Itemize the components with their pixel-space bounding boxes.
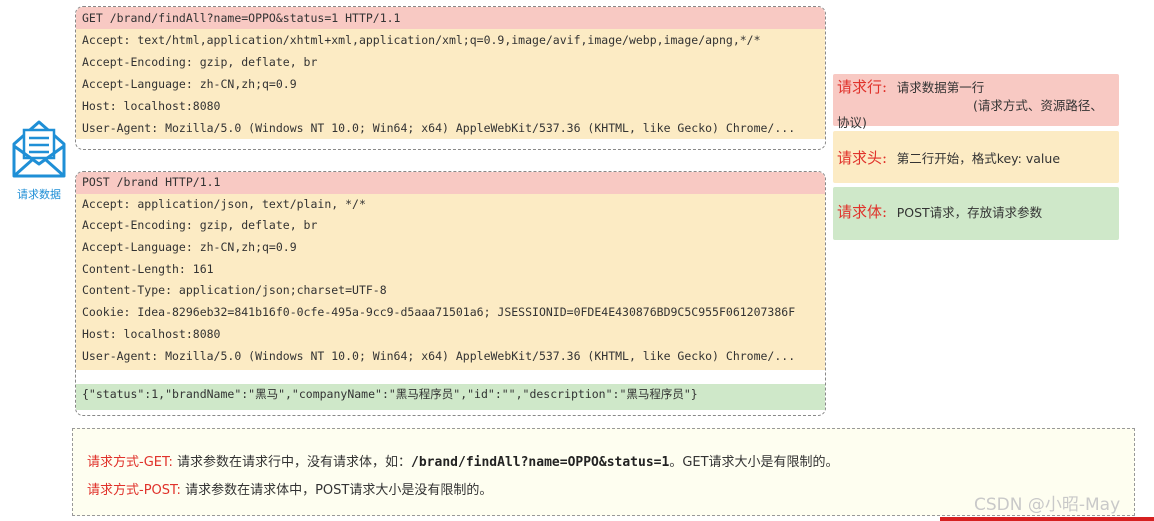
get-header-accept: Accept: text/html,application/xhtml+xml,… [76,29,825,51]
get-header-accept-encoding: Accept-Encoding: gzip, deflate, br [76,51,825,73]
legend-request-header-desc: 第二行开始，格式key: value [896,151,1061,166]
get-request-line: GET /brand/findAll?name=OPPO&status=1 HT… [76,7,825,29]
legend-request-line-key: 请求行: [837,78,888,96]
legend-request-line-desc3: 协议) [837,115,867,130]
summary-post-line: 请求方式-POST: 请求参数在请求体中，POST请求大小是没有限制的。 [87,477,1120,505]
summary-get-line: 请求方式-GET: 请求参数在请求行中，没有请求体，如：/brand/findA… [87,449,1120,477]
summary-get-example: /brand/findAll?name=OPPO&status=1 [411,455,670,470]
summary-box: 请求方式-GET: 请求参数在请求行中，没有请求体，如：/brand/findA… [72,428,1135,516]
post-header-host: Host: localhost:8080 [76,323,825,346]
request-data-icon-group: 请求数据 [8,118,70,202]
watermark: CSDN @小昭-May [974,495,1121,515]
get-header-host: Host: localhost:8080 [76,95,825,117]
summary-get-text2: 。GET请求大小是有限制的。 [669,455,839,470]
get-request-box: GET /brand/findAll?name=OPPO&status=1 HT… [75,6,826,150]
post-header-accept-encoding: Accept-Encoding: gzip, deflate, br [76,215,825,238]
post-header-body-separator [76,369,825,384]
bottom-red-line [940,517,1154,521]
envelope-icon [12,120,66,178]
post-header-content-length: Content-Length: 161 [76,258,825,281]
request-data-caption: 请求数据 [17,188,61,201]
post-header-accept-language: Accept-Language: zh-CN,zh;q=0.9 [76,237,825,259]
post-header-content-type: Content-Type: application/json;charset=U… [76,280,825,303]
post-request-box: POST /brand HTTP/1.1 Accept: application… [75,171,826,416]
post-header-user-agent: User-Agent: Mozilla/5.0 (Windows NT 10.0… [76,345,825,370]
post-header-cookie: Cookie: Idea-8296eb32=841b16f0-0cfe-495a… [76,302,825,324]
legend-request-line: 请求行: 请求数据第一行 (请求方式、资源路径、 协议) [833,74,1119,130]
legend-request-body-key: 请求体: [837,203,888,221]
legend-request-body: 请求体: POST请求，存放请求参数 [833,187,1119,240]
summary-post-text: 请求参数在请求体中，POST请求大小是没有限制的。 [185,483,493,498]
legend-request-line-desc1: 请求数据第一行 [896,80,985,95]
legend-request-body-desc: POST请求，存放请求参数 [896,205,1043,220]
post-request-line: POST /brand HTTP/1.1 [76,172,825,194]
summary-get-label: 请求方式-GET: [87,455,173,470]
summary-post-label: 请求方式-POST: [87,483,181,498]
get-header-accept-language: Accept-Language: zh-CN,zh;q=0.9 [76,73,825,95]
legend-request-header: 请求头: 第二行开始，格式key: value [833,131,1119,183]
get-header-user-agent: User-Agent: Mozilla/5.0 (Windows NT 10.0… [76,117,825,139]
legend-request-header-key: 请求头: [837,149,888,167]
summary-get-text1: 请求参数在请求行中，没有请求体，如： [177,455,412,470]
post-request-body: {"status":1,"brandName":"黑马","companyNam… [76,383,825,410]
legend-request-line-desc2: (请求方式、资源路径、 [973,98,1103,113]
post-header-accept: Accept: application/json, text/plain, */… [76,193,825,216]
